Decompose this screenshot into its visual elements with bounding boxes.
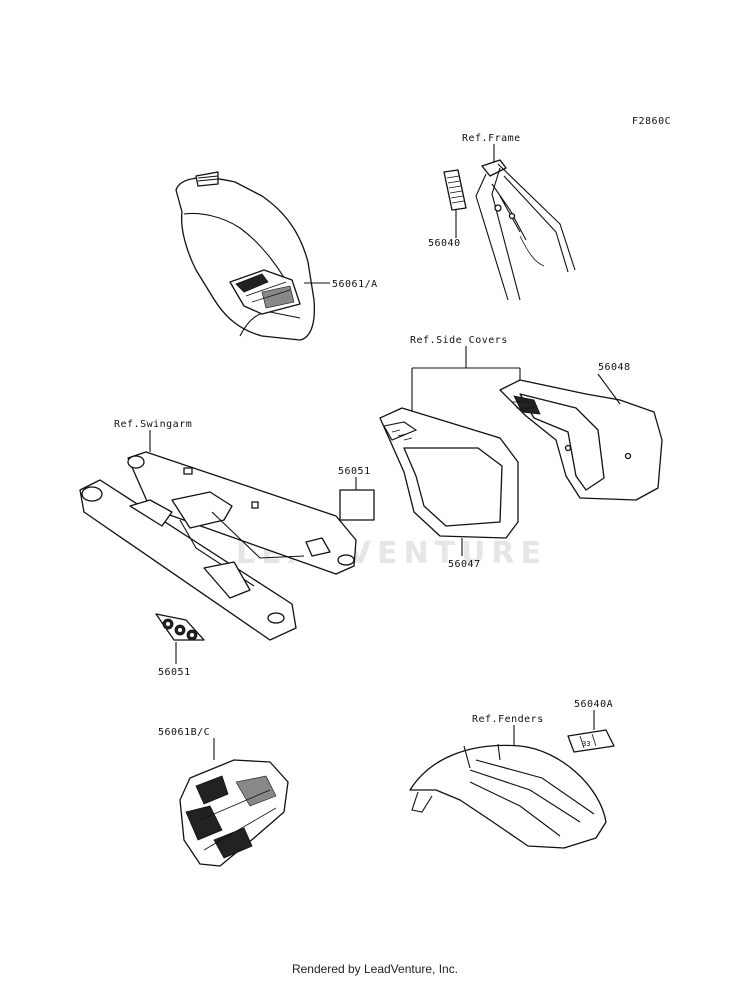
fuel-tank xyxy=(175,171,316,341)
svg-text:33: 33 xyxy=(582,740,590,748)
ref-side-covers-label: Ref.Side Covers xyxy=(410,335,508,346)
label-56061b-c: 56061B/C xyxy=(158,727,210,738)
side-cover-56047 xyxy=(379,407,519,539)
tank-decal-56061 xyxy=(229,269,301,315)
decal-56051-lower xyxy=(155,613,205,641)
footer-credit: Rendered by LeadVenture, Inc. xyxy=(291,962,459,976)
label-56051-upper: 56051 xyxy=(338,466,371,477)
side-cover-56048 xyxy=(499,379,663,501)
label-56040a: 56040A xyxy=(574,699,613,710)
label-56061-a: 56061/A xyxy=(332,279,378,290)
label-56047: 56047 xyxy=(448,559,481,570)
frame-sketch xyxy=(475,159,576,301)
frame-decal-56040 xyxy=(443,169,467,211)
swingarm-sketch xyxy=(79,451,357,641)
label-56048: 56048 xyxy=(598,362,631,373)
label-56051-lower: 56051 xyxy=(158,667,191,678)
fender-decal-56040a: 33 xyxy=(567,729,615,753)
label-56040: 56040 xyxy=(428,238,461,249)
shroud-decal-56061b-c xyxy=(179,759,289,867)
ref-frame-label: Ref.Frame xyxy=(462,133,521,144)
leader-56048 xyxy=(597,373,621,405)
decal-56051-block xyxy=(339,489,375,521)
ref-swingarm-label: Ref.Swingarm xyxy=(114,419,192,430)
ref-fenders-label: Ref.Fenders xyxy=(472,714,544,725)
fender-sketch xyxy=(409,743,607,849)
diagram-code: F2860C xyxy=(632,116,671,127)
